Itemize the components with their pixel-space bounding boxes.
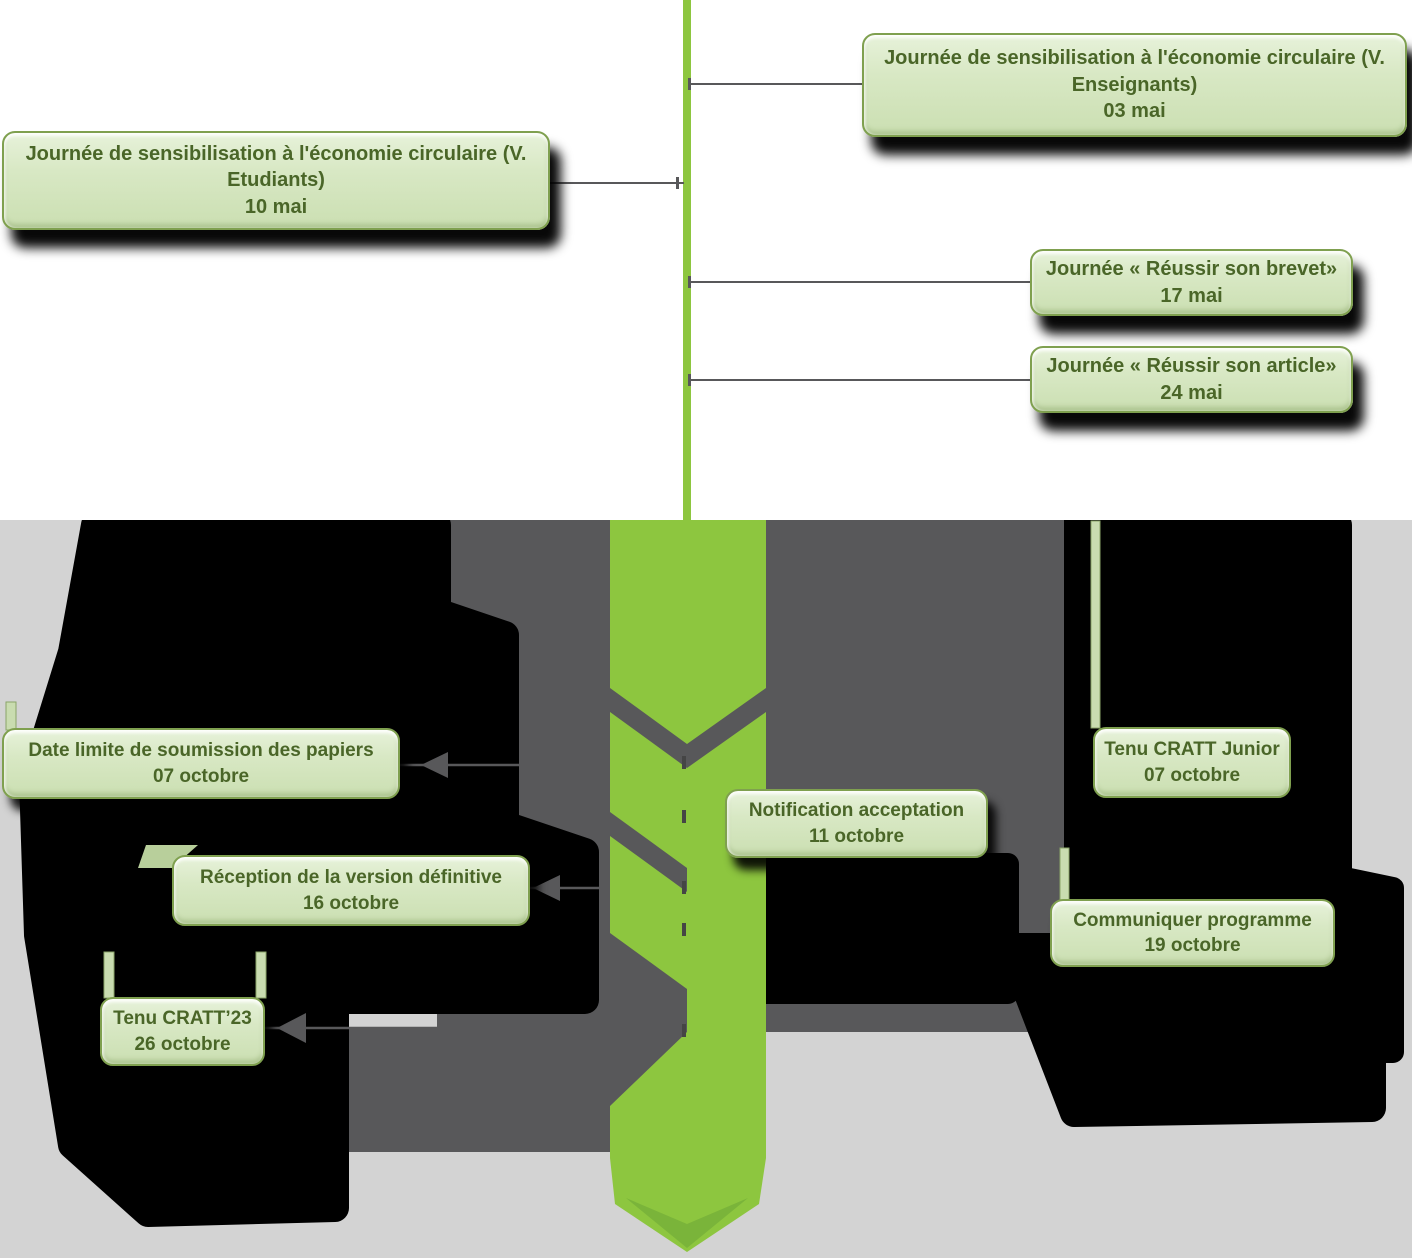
event-title: Journée de sensibilisation à l'économie …	[25, 142, 527, 192]
fold-reception	[138, 845, 198, 868]
event-title: Tenu CRATT’23	[113, 1008, 252, 1030]
connector-enseignants	[691, 83, 863, 85]
event-date: 26 octobre	[134, 1033, 231, 1055]
timeline-arrow	[610, 520, 766, 1252]
event-box-cratt-junior[interactable]: Tenu CRATT Junior 07 octobre	[1093, 727, 1291, 798]
event-box-article[interactable]: Journée « Réussir son article» 24 mai	[1030, 346, 1353, 413]
event-title: Notification acceptation	[748, 800, 965, 822]
event-title: Réception de la version définitive	[200, 867, 502, 889]
event-title: Date limite de soumission des papiers	[28, 740, 374, 762]
event-box-brevet[interactable]: Journée « Réussir son brevet» 17 mai	[1030, 249, 1353, 316]
event-title: Journée « Réussir son brevet»	[1045, 258, 1338, 281]
event-date: 19 octobre	[1144, 935, 1241, 956]
event-date: 11 octobre	[808, 825, 905, 847]
connector-tick	[688, 374, 691, 386]
shadow-blob-communiquer	[996, 933, 1386, 1127]
connector-article	[691, 379, 1031, 381]
connector-etudiants	[550, 182, 684, 184]
event-title: Journée « Réussir son article»	[1046, 355, 1337, 378]
arrow-ticks	[682, 756, 686, 1037]
event-box-cratt23[interactable]: Tenu CRATT’23 26 octobre	[100, 997, 265, 1066]
event-date: 16 octobre	[302, 892, 400, 914]
event-title: Journée de sensibilisation à l'économie …	[884, 47, 1385, 96]
event-date: 24 mai	[1160, 381, 1223, 404]
event-date: 07 octobre	[152, 765, 250, 787]
event-date: 17 mai	[1160, 284, 1223, 307]
event-date: 03 mai	[1103, 100, 1166, 123]
event-box-communiquer[interactable]: Communiquer programme 19 octobre	[1050, 899, 1335, 967]
connector-tick	[688, 78, 691, 90]
event-box-notification[interactable]: Notification acceptation 11 octobre	[725, 789, 988, 858]
connector-brevet	[691, 281, 1031, 283]
timeline-axis	[683, 0, 691, 522]
connector-tick	[688, 276, 691, 288]
event-date: 07 octobre	[1143, 764, 1241, 786]
event-box-date-limite[interactable]: Date limite de soumission des papiers 07…	[2, 728, 400, 799]
event-date: 10 mai	[244, 195, 308, 218]
event-title: Communiquer programme	[1073, 909, 1312, 931]
event-box-reception[interactable]: Réception de la version définitive 16 oc…	[172, 855, 530, 926]
event-box-etudiants[interactable]: Journée de sensibilisation à l'économie …	[2, 131, 550, 230]
event-title: Tenu CRATT Junior	[1104, 739, 1280, 761]
connector-tick	[676, 177, 679, 189]
event-box-enseignants[interactable]: Journée de sensibilisation à l'économie …	[862, 33, 1407, 137]
arrowhead-overlay	[626, 1198, 748, 1248]
chevron-notches	[610, 688, 766, 1106]
